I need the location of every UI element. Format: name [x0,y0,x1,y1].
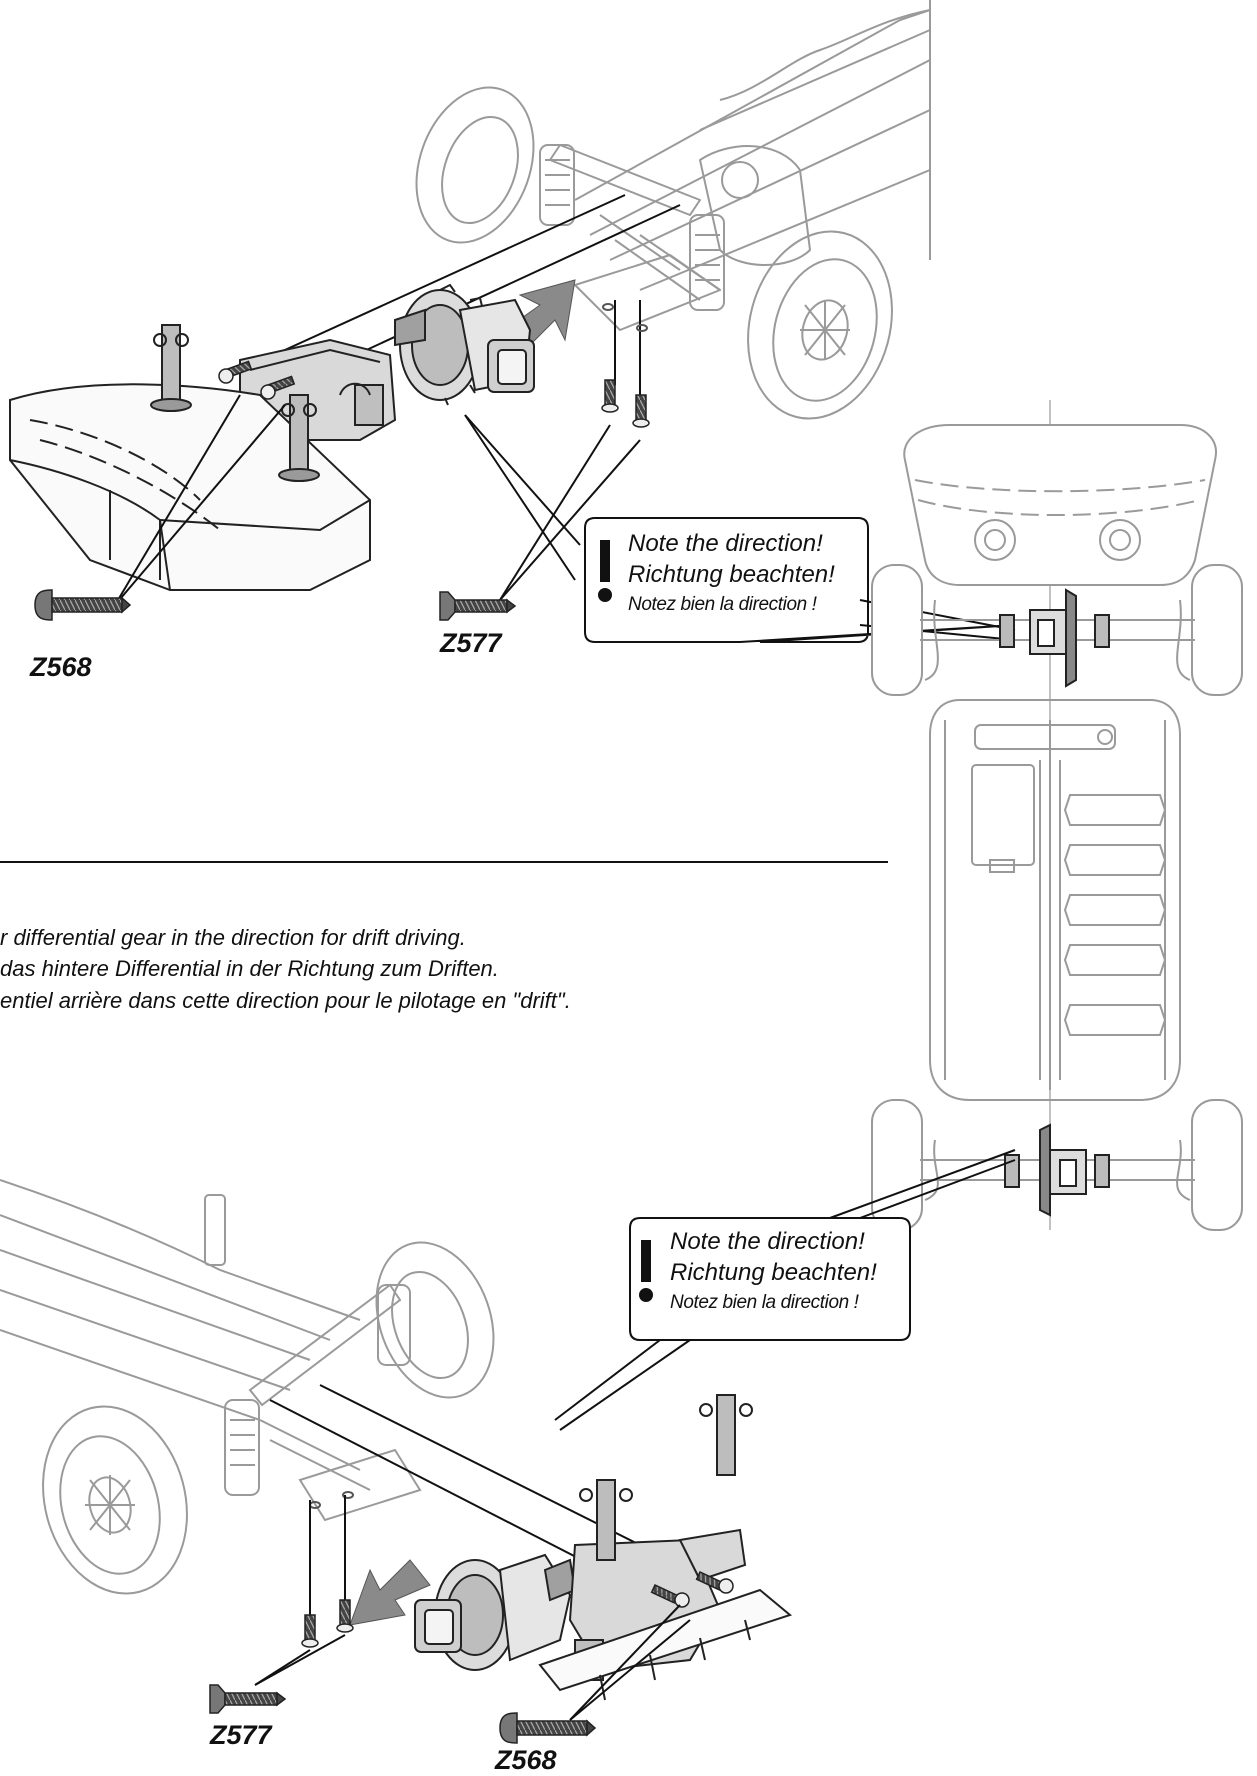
note-de: Richtung beachten! [628,561,835,588]
bottom-note-callout [554,1149,1016,1431]
bottom-body-posts [579,1394,753,1561]
z568-screw-icon-bottom [499,1712,597,1744]
bottom-pointer-lines [254,1604,691,1721]
bottom-z577-installed-screws [301,1599,354,1648]
note-fr: Notez bien la direction ! [670,1292,859,1313]
top-body-posts [150,324,320,482]
note-de: Richtung beachten! [670,1259,877,1286]
z577-screw-icon-bottom [209,1684,287,1714]
bottom-chassis-illustration [0,1179,495,1595]
note-fr: Notez bien la direction ! [628,594,817,615]
top-housing-screws [218,360,296,400]
z568-label-bottom: Z568 [495,1745,557,1775]
z577-screw-icon-top [439,591,517,621]
z577-label-top: Z577 [440,628,502,658]
instruction-en: r differential gear in the direction for… [0,925,466,950]
top-chassis-illustration [415,0,931,420]
note-en: Note the direction! [670,1228,865,1255]
top-plate-holes [602,303,648,332]
z568-screw-icon-top [34,589,132,621]
top-z577-installed-screws [601,379,650,428]
bottom-housing-screws [650,1571,734,1608]
bottom-insert-arrow [349,1559,431,1626]
topview-rear-differential [1004,1123,1110,1217]
bottom-note-text: Note the direction! Richtung beachten! N… [670,1226,877,1317]
top-note-text: Note the direction! Richtung beachten! N… [628,528,835,619]
topview-front-differential [999,588,1110,688]
topview-chassis-illustration [871,400,1243,1231]
z577-label-bottom: Z577 [210,1720,272,1750]
top-pointer-lines [114,394,641,606]
note-en: Note the direction! [628,530,823,557]
instruction-fr: entiel arrière dans cette direction pour… [0,988,571,1013]
top-differential-gear [394,283,535,406]
instruction-de: das hintere Differential in der Richtung… [0,956,499,981]
bottom-differential-gear [414,1553,577,1671]
z568-label-top: Z568 [30,652,92,682]
top-bumper [9,383,371,591]
